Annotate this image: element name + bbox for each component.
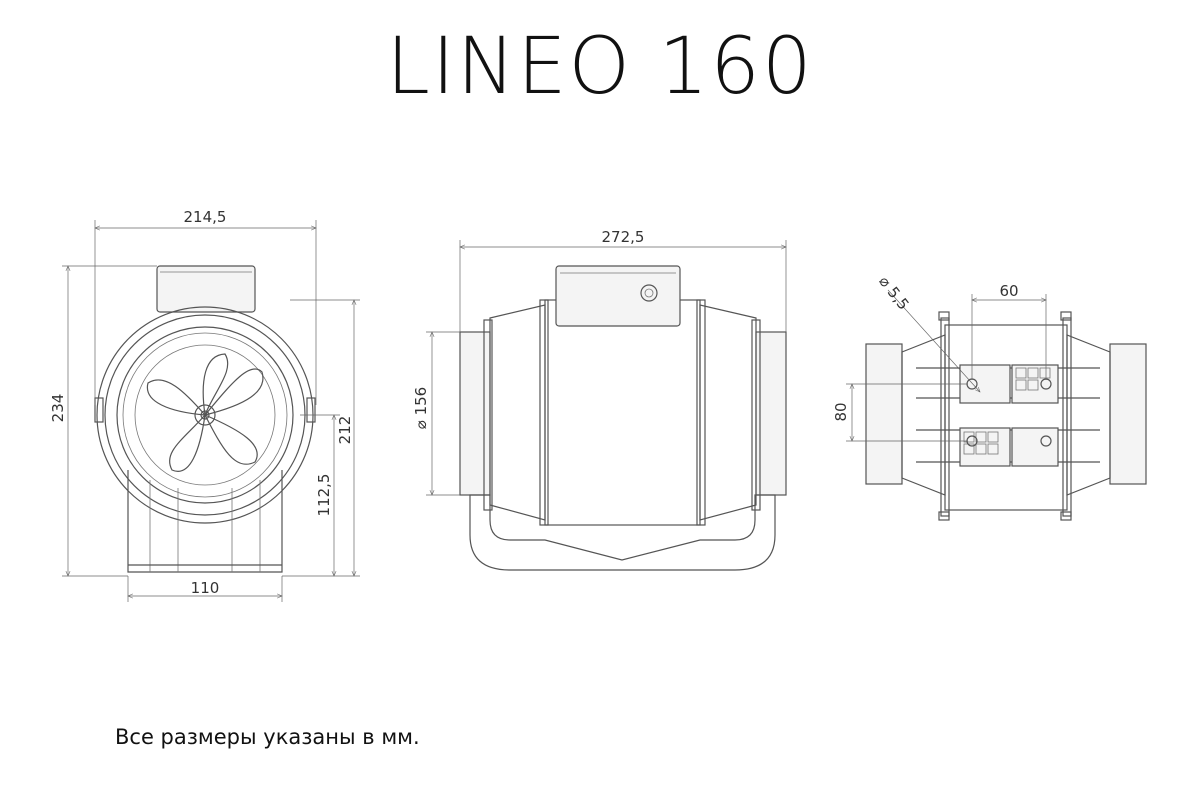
terminal-box-side (555, 265, 681, 327)
dim-bottom-hole-diameter: ⌀ 5,5 (875, 273, 912, 314)
mounting-hole (1040, 435, 1052, 447)
fan-body (544, 299, 701, 526)
units-footnote: Все размеры указаны в мм. (115, 725, 420, 749)
dim-side-diameter: ⌀ 156 (412, 387, 430, 429)
dim-front-axis-height: 212 (336, 416, 354, 445)
dim-front-center-height: 112,5 (315, 474, 333, 517)
impeller (146, 353, 264, 472)
bottom-spigot-right (1109, 343, 1147, 485)
dim-front-base-width: 110 (191, 579, 220, 597)
inlet-spigot (459, 331, 491, 496)
mounting-stand (127, 470, 283, 573)
terminal-box (156, 265, 256, 313)
stand-side (469, 494, 776, 571)
dim-bottom-spacing-x: 60 (999, 282, 1018, 300)
dim-front-height: 234 (49, 394, 67, 423)
dim-side-length: 272,5 (602, 228, 645, 246)
side-view: 272,5 ⌀ 156 (412, 228, 786, 571)
dim-bottom-spacing-y: 80 (832, 402, 850, 421)
dim-front-width: 214,5 (184, 208, 227, 226)
hub (194, 404, 216, 426)
page-title: LINEO 160 (386, 22, 814, 112)
bottom-spigot-left (865, 343, 903, 485)
bottom-view: 60 80 ⌀ 5,5 (832, 273, 1147, 521)
front-view: 214,5 234 212 112,5 110 (49, 208, 360, 602)
